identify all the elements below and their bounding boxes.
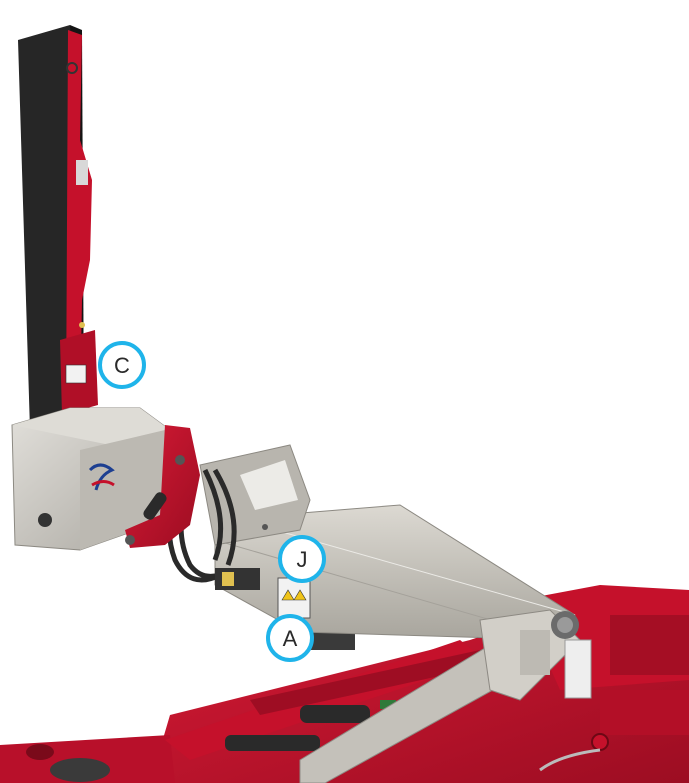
upright-column	[18, 25, 98, 430]
lower-housing	[11, 407, 171, 551]
callout-j-label: J	[297, 547, 308, 572]
callout-a-label: A	[283, 626, 298, 651]
callout-a: A	[266, 614, 314, 662]
callout-j: J	[278, 535, 326, 583]
callout-c: C	[98, 341, 146, 389]
hose-coupler	[215, 568, 260, 590]
pivot-bracket	[125, 425, 200, 548]
coupler-fitting	[222, 572, 234, 586]
arm-housing	[199, 444, 311, 546]
callout-c-label: C	[114, 353, 130, 378]
diagonal-brace	[299, 644, 521, 783]
